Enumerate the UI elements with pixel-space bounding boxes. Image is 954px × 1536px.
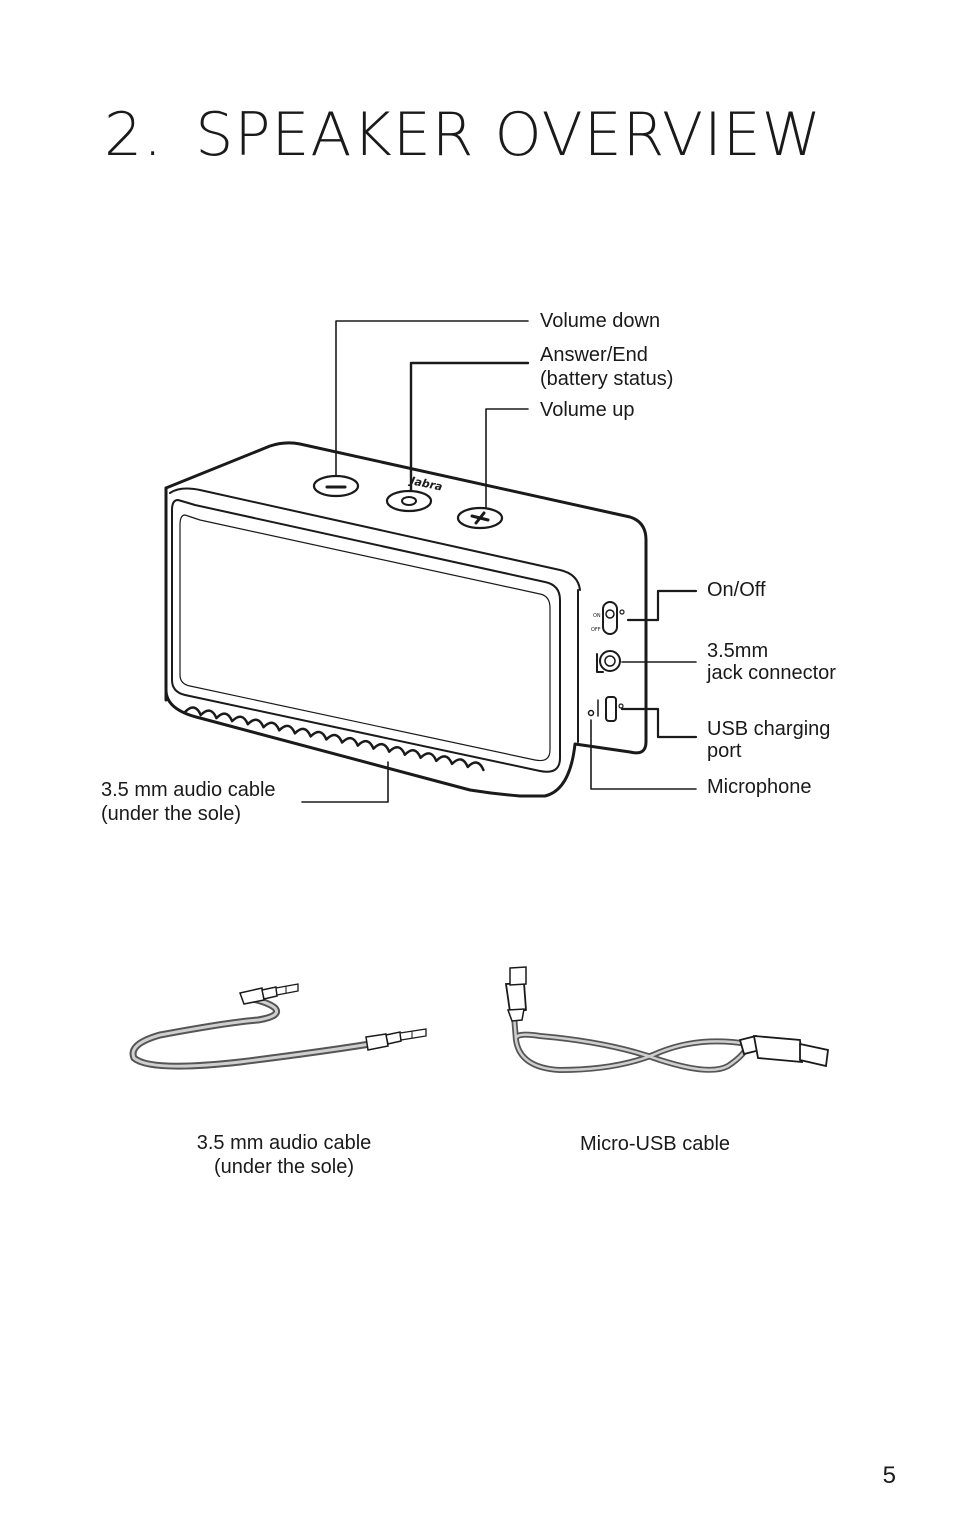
audio-cable-illustration <box>129 983 427 1070</box>
label-jack-line1: 3.5mm <box>707 640 769 662</box>
speaker-grille <box>171 499 561 773</box>
leader-audio-cable <box>301 761 389 803</box>
page-title: 2. SPEAKER OVERVIEW <box>104 100 822 170</box>
caption-audio-cable-line2: (under the sole) <box>213 1156 355 1178</box>
switch-off-label: OFF <box>591 627 601 633</box>
microphone-hole <box>587 709 595 717</box>
usb-port <box>605 696 617 722</box>
label-usb-line2: port <box>707 740 742 762</box>
switch-on-label: ON <box>593 613 601 619</box>
leader-usb <box>620 707 698 739</box>
leader-on-off <box>626 589 698 622</box>
leader-answer-end <box>409 361 530 492</box>
label-answer-end-line2: (battery status) <box>540 368 674 390</box>
on-off-switch <box>602 601 618 635</box>
usb-cable-illustration <box>504 966 829 1074</box>
label-audio-cable-callout: 3.5 mm audio cable (under the sole) <box>101 779 276 825</box>
speaker-sole <box>183 706 485 772</box>
jack-port <box>599 650 621 672</box>
label-volume-up: Volume up <box>540 399 635 421</box>
page-number: 5 <box>882 1462 896 1489</box>
section-number: 2. <box>104 100 164 170</box>
caption-audio-cable-line1: 3.5 mm audio cable <box>196 1132 372 1154</box>
label-usb-port: USB charging port <box>707 718 830 762</box>
answer-end-button <box>385 489 433 513</box>
caption-usb-cable: Micro-USB cable <box>579 1133 731 1155</box>
label-answer-end-line1: Answer/End <box>540 344 648 366</box>
leader-volume-up <box>485 408 529 508</box>
label-usb-line1: USB charging <box>707 718 831 740</box>
label-audio-cable-callout-line2: (under the sole) <box>101 803 242 825</box>
label-answer-end: Answer/End (battery status) <box>540 344 673 390</box>
label-jack-line2: jack connector <box>707 662 836 684</box>
volume-up-button <box>456 506 504 530</box>
label-microphone: Microphone <box>707 776 812 798</box>
caption-audio-cable: 3.5 mm audio cable (under the sole) <box>184 1132 384 1178</box>
leader-microphone <box>590 719 697 790</box>
section-title: SPEAKER OVERVIEW <box>195 100 823 170</box>
leader-volume-down <box>335 320 529 477</box>
label-jack-connector: 3.5mm jack connector <box>707 640 836 684</box>
label-on-off: On/Off <box>707 579 766 601</box>
label-audio-cable-callout-line1: 3.5 mm audio cable <box>101 779 276 801</box>
label-volume-down: Volume down <box>540 310 661 332</box>
